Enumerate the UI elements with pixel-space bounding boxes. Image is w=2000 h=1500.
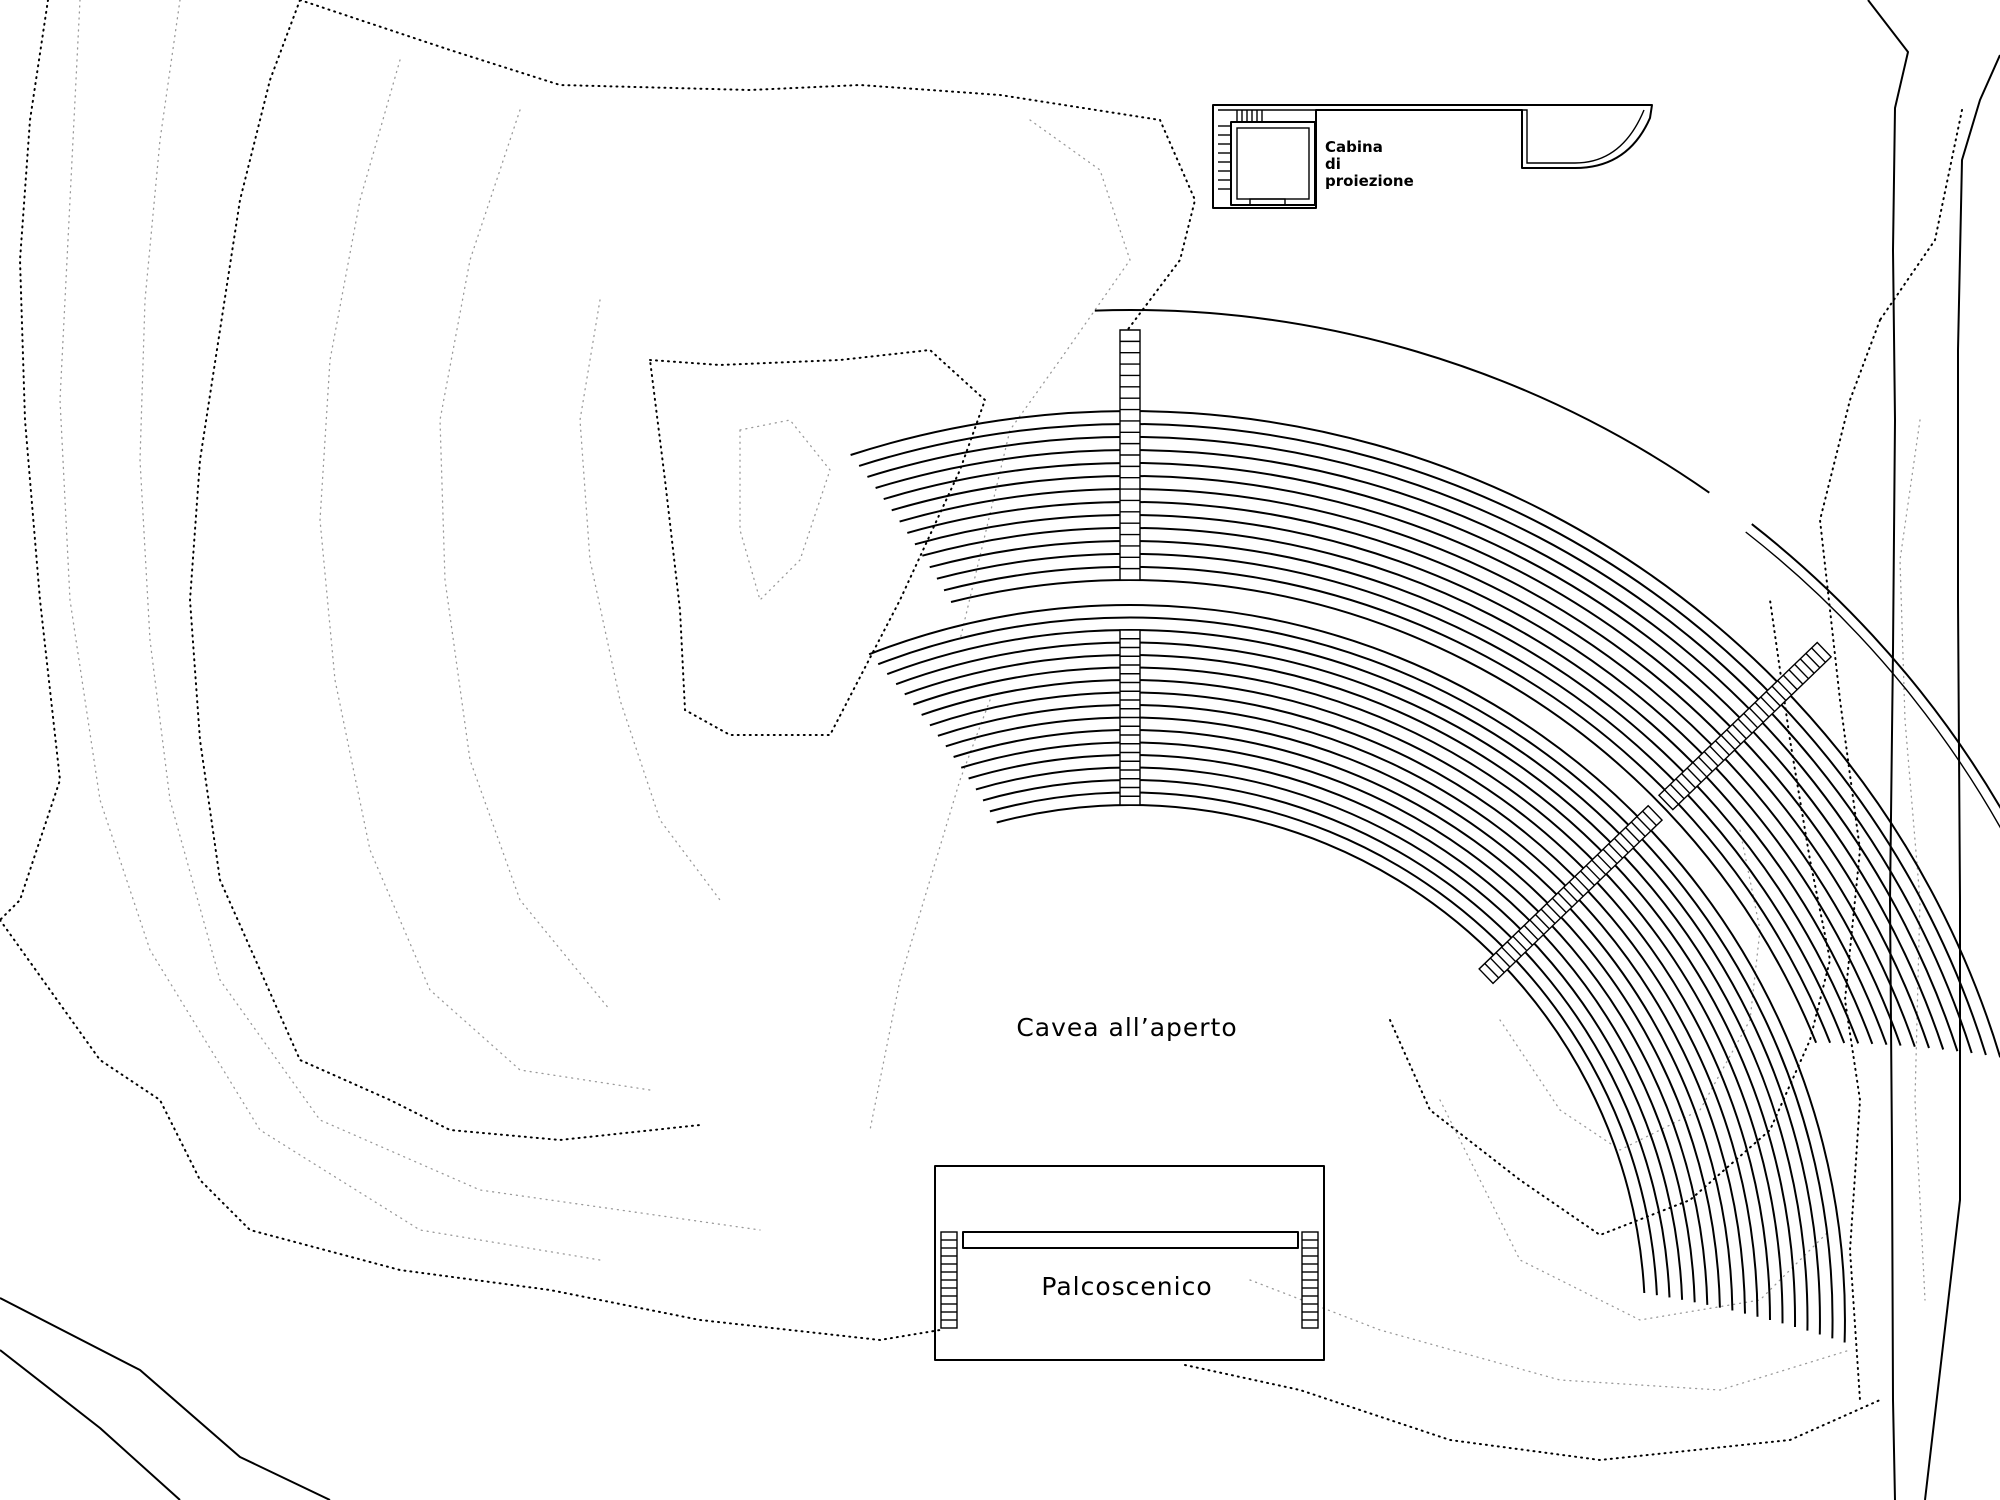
contour-minor-6 — [959, 119, 1131, 641]
cavea-seating — [850, 309, 2000, 1343]
booth-outline-outer — [1212, 104, 1653, 209]
contour-minor-8 — [1439, 1099, 1831, 1321]
seat-row-upper — [858, 422, 1987, 1056]
seat-row-upper — [907, 501, 1902, 1046]
contour-minor-2 — [319, 59, 651, 1091]
booth-door — [1249, 198, 1286, 206]
road-south-edge-inner — [0, 1349, 181, 1500]
seat-row-lower — [945, 716, 1734, 1311]
seat-row-lower — [868, 604, 1846, 1343]
seat-row-upper — [950, 579, 1818, 1044]
road-east-edge-outer — [1867, 0, 1909, 1500]
seat-row-upper — [875, 449, 1959, 1052]
booth-room-inner — [1236, 127, 1310, 200]
seat-row-lower — [937, 704, 1746, 1314]
seat-row-upper — [899, 488, 1916, 1048]
booth-outline-inner — [1218, 109, 1645, 164]
contour-major-ne — [1879, 109, 1963, 321]
seat-row-lower — [912, 666, 1784, 1324]
cavea-outer-wall-east-inner — [1745, 531, 2000, 829]
contour-major-west — [188, 0, 701, 1142]
seat-row-lower — [886, 629, 1821, 1335]
seat-row-lower — [929, 691, 1759, 1317]
seat-row-upper — [922, 526, 1874, 1045]
booth-label-line-1: Cabina — [1325, 138, 1383, 156]
seat-row-upper — [850, 410, 2000, 1058]
projection-booth: Cabina di proiezione — [1212, 104, 1653, 209]
contour-minor-4 — [579, 299, 721, 901]
stage-steps — [940, 1231, 1319, 1329]
seat-row-upper — [867, 435, 1973, 1054]
booth-stairs — [1218, 110, 1286, 206]
booth-room-outer — [1230, 121, 1316, 206]
contour-major-east-bowl — [1389, 599, 1832, 1237]
contour-minor-10 — [59, 0, 601, 1261]
seat-row-lower — [996, 803, 1646, 1294]
terrain-contours — [0, 0, 1963, 1462]
aisle-stair-lower-east — [1478, 804, 1664, 985]
contour-major-outer — [0, 0, 62, 921]
contour-major-east — [1184, 1364, 1881, 1462]
seat-row-upper — [891, 474, 1930, 1049]
cavea-outer-wall — [1094, 309, 1710, 494]
stage-outline — [934, 1165, 1325, 1361]
seat-row-upper — [914, 514, 1888, 1046]
seat-row-upper — [929, 540, 1860, 1044]
seat-row-upper — [883, 462, 1945, 1050]
seat-row-lower — [921, 679, 1771, 1321]
seat-row-lower — [877, 616, 1834, 1339]
cavea-label: Cavea all’aperto — [1016, 1013, 1237, 1042]
contour-major-far-east — [1818, 319, 1881, 1401]
road-east-edge-inner — [1924, 54, 2000, 1500]
contour-minor-3 — [439, 109, 611, 1011]
contour-major-summit — [648, 348, 987, 736]
aisle-stair-lower-west — [1119, 629, 1141, 806]
seat-row-lower — [904, 653, 1797, 1328]
booth-label-line-3: proiezione — [1325, 172, 1414, 190]
seat-row-upper — [943, 566, 1832, 1044]
contour-minor-5 — [739, 419, 831, 602]
stage-label: Palcoscenico — [1041, 1272, 1212, 1301]
contour-major-north — [299, 0, 1197, 341]
road-south-edge-outer — [0, 1297, 331, 1500]
contour-minor-1 — [139, 0, 761, 1231]
seat-row-upper — [936, 553, 1846, 1044]
seat-row-lower — [895, 641, 1809, 1331]
booth-label-line-2: di — [1325, 155, 1341, 173]
stage-front-edge — [962, 1231, 1299, 1249]
stage: Palcoscenico — [934, 1165, 1325, 1361]
contour-minor-9 — [1249, 1279, 1851, 1391]
contour-major-south — [0, 919, 941, 1342]
cavea-outer-wall-east — [1751, 523, 2000, 810]
aisle-stair-upper-west — [1119, 329, 1141, 581]
aisle-stair-upper-east — [1657, 641, 1833, 811]
contour-minor-11 — [1899, 419, 1926, 1301]
